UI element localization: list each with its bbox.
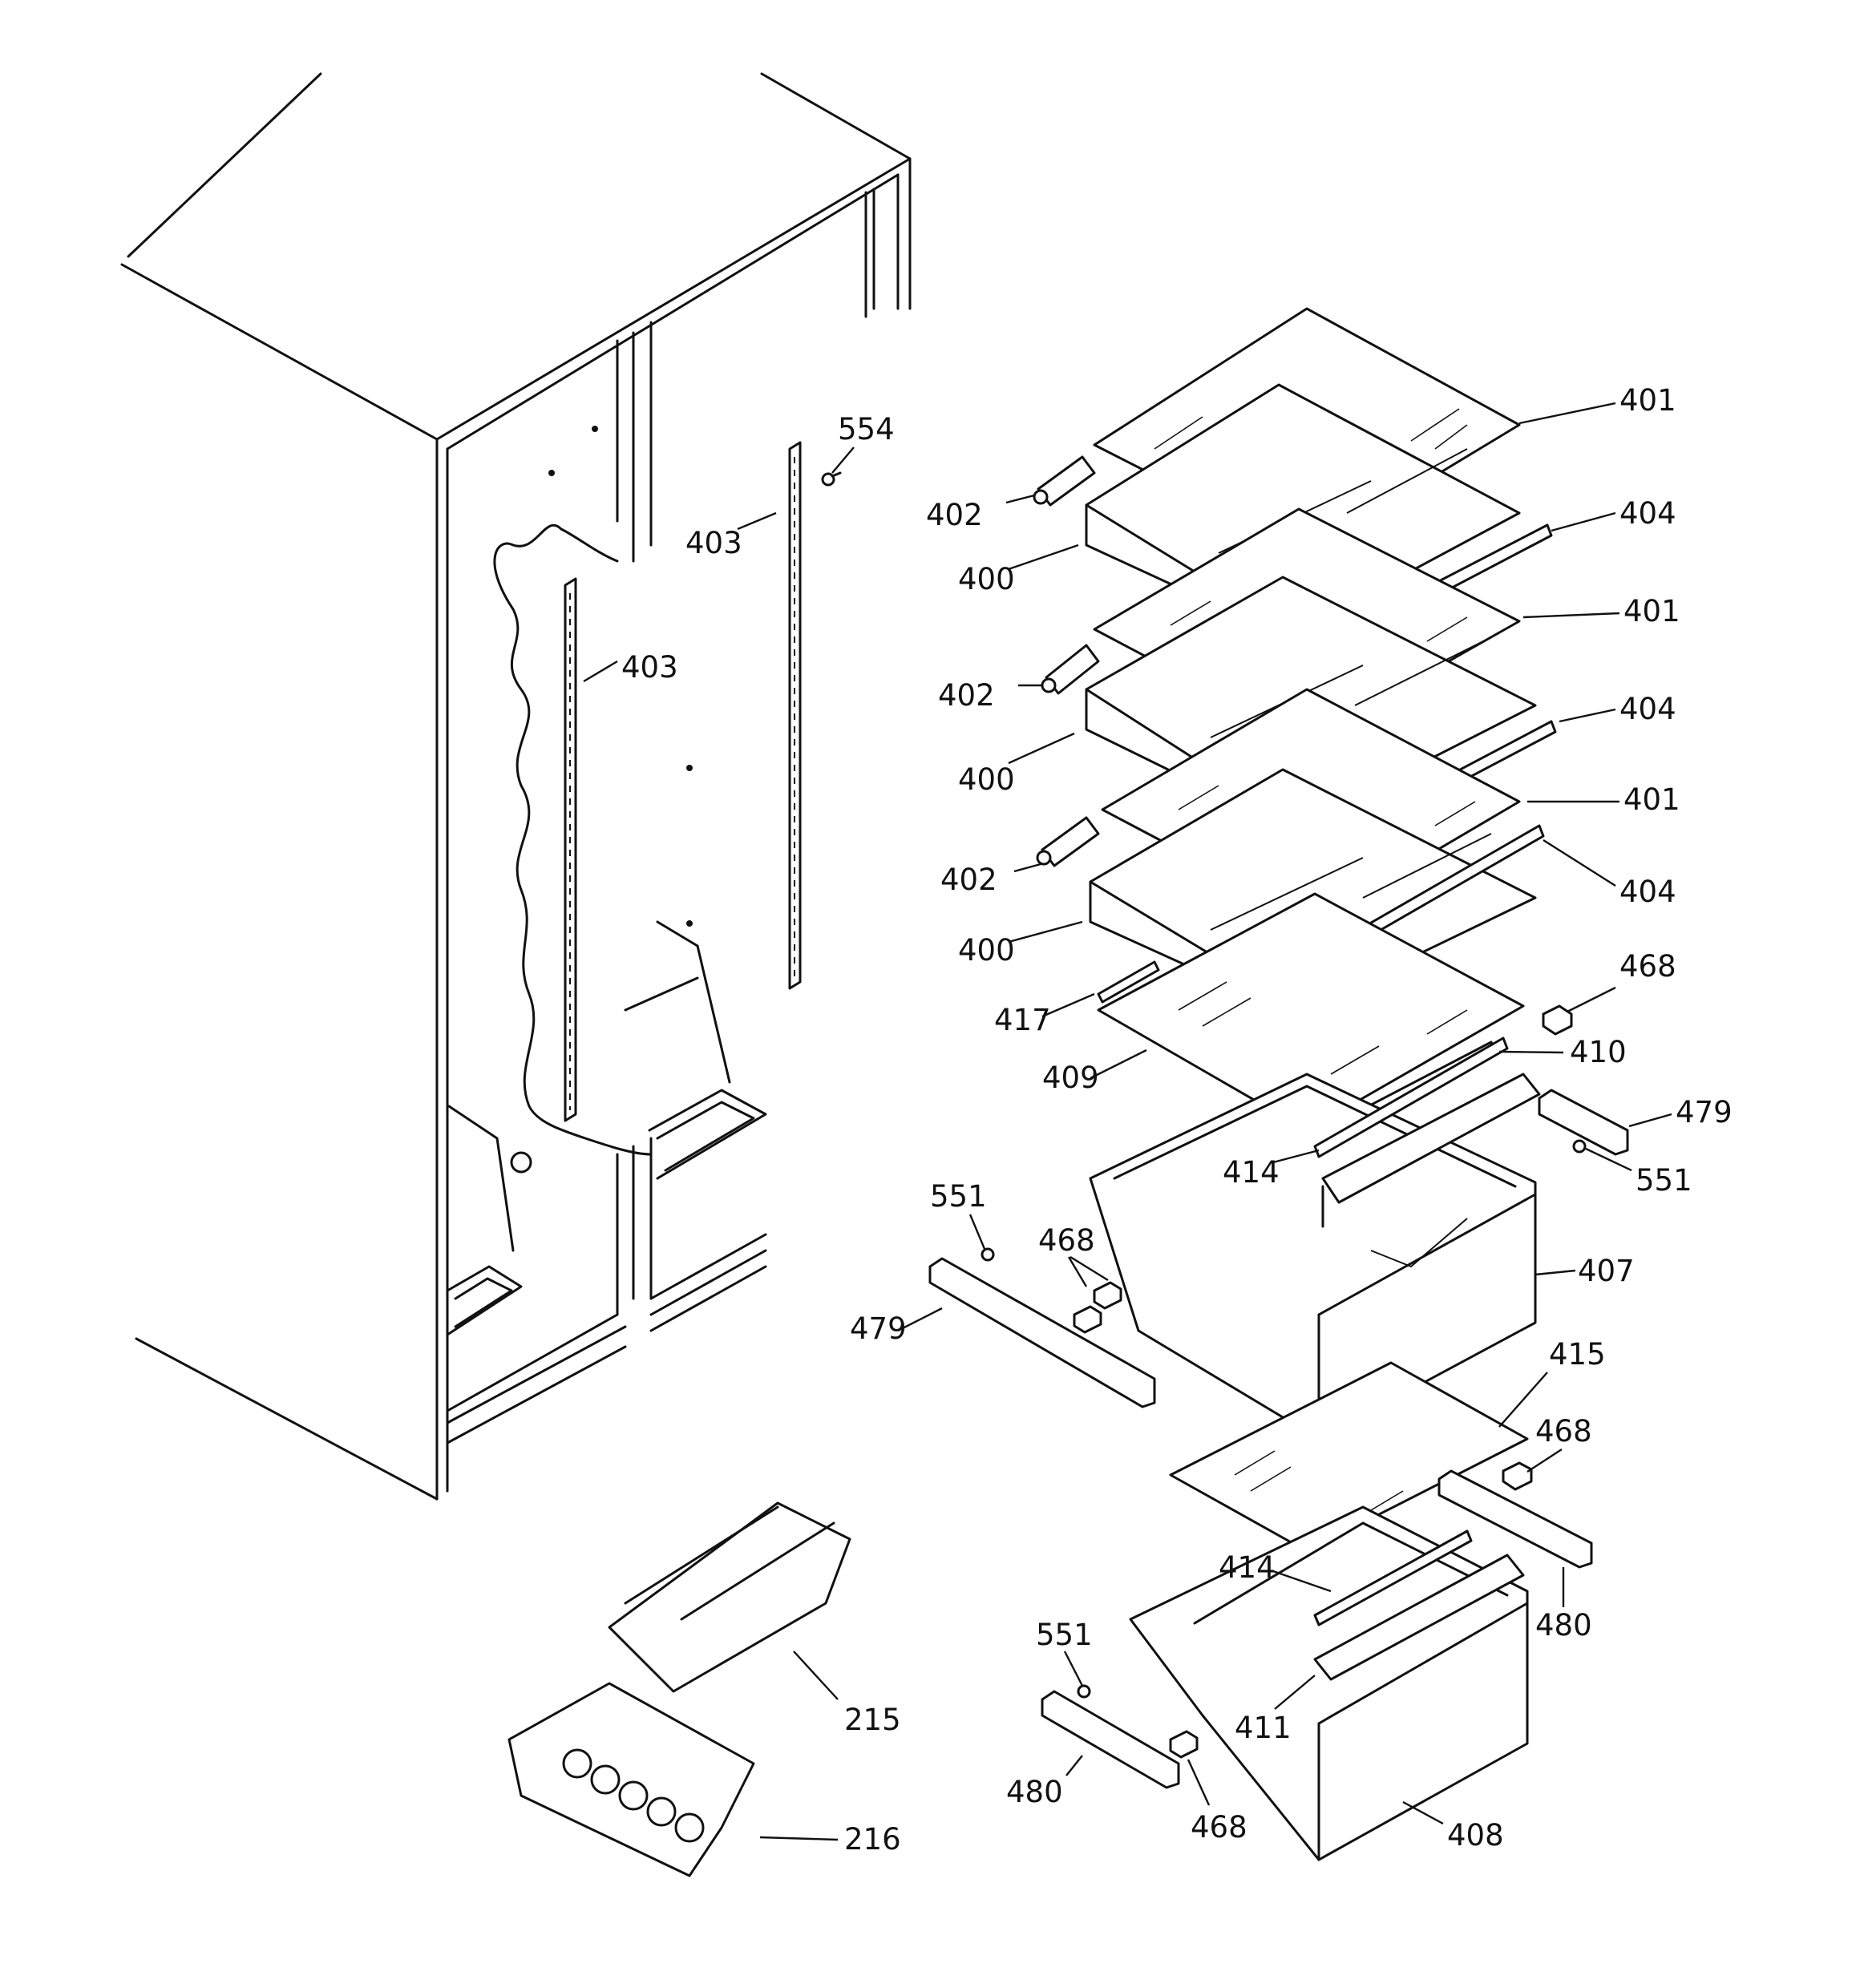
- callout-551-lower: 551: [1036, 1618, 1093, 1652]
- shelf-bracket-top: [1033, 455, 1096, 507]
- cover-frame-417: [1097, 960, 1160, 1004]
- slide-rail-480-left: [1041, 1690, 1180, 1789]
- callout-401-mid: 401: [1623, 594, 1680, 628]
- drawer-rod-414-upper: [1313, 1036, 1509, 1158]
- callout-411: 411: [1235, 1711, 1292, 1745]
- callout-400-top: 400: [958, 562, 1015, 596]
- refrigerator-cabinet: [120, 72, 912, 1501]
- callout-468-bottom: 468: [1191, 1810, 1247, 1845]
- callout-407: 407: [1578, 1254, 1635, 1288]
- drawer-rod-414-lower: [1313, 1529, 1473, 1626]
- callout-400-low: 400: [958, 933, 1015, 968]
- stop-468-a: [1542, 1004, 1573, 1036]
- screw-551-c: [1077, 1684, 1091, 1699]
- door-bin-215: [608, 1501, 851, 1693]
- crisper-drawer-407: [1089, 1073, 1541, 1440]
- callout-404-top: 404: [1619, 496, 1676, 531]
- slide-rail-480-right: [1437, 1469, 1593, 1569]
- callout-479-right: 479: [1676, 1095, 1733, 1129]
- callout-468-top: 468: [1619, 949, 1676, 984]
- callout-479-left: 479: [850, 1311, 907, 1346]
- slide-rail-479-right: [1538, 1089, 1629, 1156]
- callout-401-low: 401: [1623, 782, 1680, 817]
- slide-rail-479-left: [928, 1257, 1156, 1408]
- stop-468-b: [1073, 1281, 1122, 1334]
- callout-468-lower: 468: [1535, 1414, 1592, 1449]
- callout-402-top: 402: [926, 498, 983, 532]
- callout-401-top: 401: [1619, 383, 1676, 418]
- callout-labels: 554 403 403 401 402 404 400 401 402 404 …: [621, 383, 1733, 1857]
- callout-215: 215: [844, 1703, 901, 1737]
- callout-402-low: 402: [940, 863, 997, 897]
- callout-400-mid: 400: [958, 762, 1015, 797]
- callout-402-mid: 402: [938, 678, 995, 713]
- callout-414-lower: 414: [1219, 1550, 1276, 1585]
- shelf-rail-right: [788, 441, 802, 990]
- stop-468-d: [1169, 1730, 1199, 1759]
- callout-480-right: 480: [1535, 1608, 1592, 1643]
- callout-468-mid: 468: [1038, 1223, 1095, 1258]
- leader-lines: [583, 402, 1672, 1841]
- stop-468-c: [1502, 1461, 1533, 1491]
- callout-554: 554: [838, 412, 895, 446]
- callout-414-upper: 414: [1223, 1155, 1280, 1190]
- callout-216: 216: [844, 1822, 901, 1857]
- callout-551-right: 551: [1636, 1163, 1692, 1198]
- screw-554: [821, 471, 842, 487]
- callout-417: 417: [994, 1003, 1051, 1037]
- callout-551-left: 551: [930, 1179, 987, 1214]
- shelf-bracket-low: [1036, 816, 1100, 867]
- crisper-drawer-408: [1129, 1505, 1529, 1861]
- shelf-bracket-mid: [1041, 644, 1100, 695]
- callout-480-left: 480: [1006, 1775, 1063, 1809]
- callout-409: 409: [1042, 1061, 1099, 1095]
- callout-415: 415: [1549, 1337, 1606, 1372]
- screw-551-b: [981, 1247, 995, 1262]
- screw-551-a: [1572, 1139, 1587, 1154]
- callout-403-left: 403: [621, 650, 678, 685]
- callout-404-mid: 404: [1619, 692, 1676, 726]
- callout-403-right: 403: [685, 526, 742, 560]
- crisper-glass-cover-409: [1097, 892, 1525, 1132]
- callout-408: 408: [1447, 1818, 1504, 1853]
- callout-404-low: 404: [1619, 875, 1676, 909]
- shelf-rail-left: [564, 577, 577, 1122]
- door-bin-216: [507, 1682, 755, 1877]
- callout-410: 410: [1570, 1035, 1627, 1069]
- drawer-glass-cover-415: [1169, 1361, 1529, 1553]
